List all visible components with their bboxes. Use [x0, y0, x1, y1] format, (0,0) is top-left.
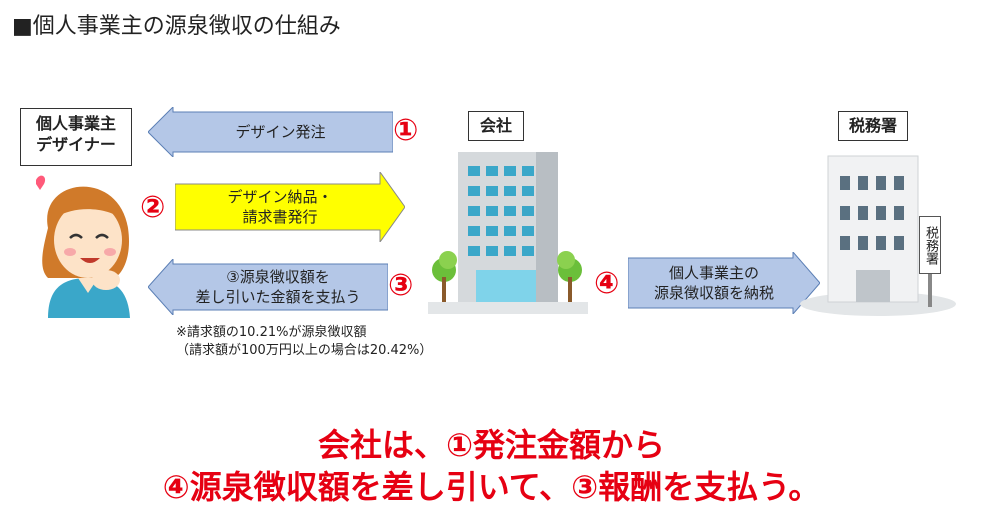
conclusion-line-2: ④源泉徴収額を差し引いて、③報酬を支払う。	[162, 468, 821, 506]
arrow-tax-payment: 個人事業主の 源泉徴収額を納税	[628, 252, 820, 314]
company-label: 会社	[468, 111, 524, 141]
tax-office-sign: 税務署	[919, 216, 941, 274]
conclusion-line-1: 会社は、①発注金額から	[317, 426, 666, 464]
step-number-3: ③	[388, 268, 414, 303]
designer-label-line2: デザイナー	[36, 135, 116, 154]
designer-label-line1: 個人事業主	[35, 114, 116, 133]
step-number-4: ④	[594, 266, 620, 301]
designer-illustration	[18, 168, 138, 318]
page-title: ■個人事業主の源泉徴収の仕組み	[12, 14, 341, 39]
arrow-payment: ③源泉徴収額を 差し引いた金額を支払う	[148, 259, 388, 315]
tax-office-building-icon	[800, 152, 960, 317]
arrow-delivery: デザイン納品・ 請求書発行	[175, 172, 405, 242]
tax-office-sign-text: 税務署	[923, 225, 938, 265]
arrow-tax-payment-text: 個人事業主の 源泉徴収額を納税	[653, 264, 774, 302]
note-rate-high: （請求額が100万円以上の場合は20.42%）	[176, 343, 433, 358]
designer-label: 個人事業主 デザイナー	[20, 108, 132, 166]
step-number-1: ①	[393, 113, 419, 148]
arrow-payment-text: ③源泉徴収額を 差し引いた金額を支払う	[195, 268, 361, 306]
arrow-delivery-text: デザイン納品・ 請求書発行	[227, 188, 333, 226]
step-number-2: ②	[140, 190, 166, 225]
note-rate: ※請求額の10.21%が源泉徴収額	[176, 325, 367, 340]
arrow-order: デザイン発注	[148, 107, 393, 157]
tax-office-label: 税務署	[838, 111, 908, 141]
company-building-icon	[428, 152, 588, 314]
arrow-order-text: デザイン発注	[235, 123, 326, 141]
